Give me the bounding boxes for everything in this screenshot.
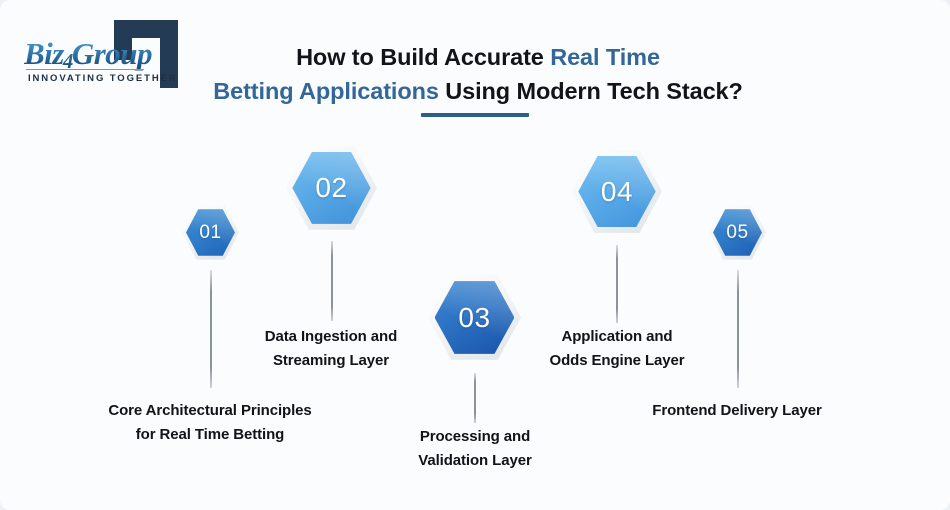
brand-logo: Biz4Group INNOVATING TOGETHER bbox=[22, 18, 187, 93]
logo-bracket-icon bbox=[114, 20, 178, 88]
hex-node-02[interactable]: 02 bbox=[286, 144, 377, 232]
connector-line-05 bbox=[737, 270, 739, 388]
title-underline bbox=[421, 113, 529, 117]
title-line2-highlight: Betting Applications bbox=[213, 78, 439, 104]
hex-number-05: 05 bbox=[726, 222, 749, 243]
hex-node-03[interactable]: 03 bbox=[428, 273, 521, 362]
node-label-04-line2: Odds Engine Layer bbox=[549, 352, 685, 369]
hex-inner-face-03 bbox=[434, 281, 515, 354]
node-label-04: Application and Odds Engine Layer bbox=[517, 325, 717, 373]
node-label-03-line2: Validation Layer bbox=[418, 452, 532, 469]
node-label-05: Frontend Delivery Layer bbox=[637, 399, 837, 423]
page-title: How to Build Accurate Real Time Betting … bbox=[200, 40, 756, 108]
hex-node-01[interactable]: 01 bbox=[182, 204, 239, 261]
logo-word-biz: Biz bbox=[24, 36, 64, 71]
connector-line-02 bbox=[331, 241, 333, 321]
hex-node-05[interactable]: 05 bbox=[709, 204, 766, 261]
hex-number-01: 01 bbox=[199, 222, 222, 243]
connector-line-01 bbox=[210, 270, 212, 388]
logo-divider bbox=[26, 69, 144, 70]
node-label-03-line1: Processing and bbox=[419, 428, 531, 445]
node-label-02-line2: Streaming Layer bbox=[272, 352, 390, 369]
title-line1-plain: How to Build Accurate bbox=[296, 44, 551, 70]
logo-word-group: Group bbox=[71, 36, 153, 71]
title-line2-plain: Using Modern Tech Stack? bbox=[438, 78, 743, 104]
connector-line-04 bbox=[616, 245, 618, 323]
hex-number-02: 02 bbox=[315, 172, 348, 203]
node-label-01-line1: Core Architectural Principles bbox=[108, 402, 312, 419]
logo-wordmark: Biz4Group bbox=[24, 38, 152, 72]
node-label-03: Processing and Validation Layer bbox=[375, 425, 575, 473]
title-line1-highlight: Real Time bbox=[550, 44, 660, 70]
node-label-01: Core Architectural Principles for Real T… bbox=[60, 399, 360, 447]
connector-line-03 bbox=[474, 373, 476, 423]
node-label-05-line1: Frontend Delivery Layer bbox=[652, 402, 822, 419]
hex-node-04[interactable]: 04 bbox=[572, 148, 662, 235]
hex-number-04: 04 bbox=[600, 175, 634, 207]
node-label-04-line1: Application and bbox=[561, 328, 673, 345]
node-label-02-line1: Data Ingestion and bbox=[264, 328, 398, 345]
node-label-01-line2: for Real Time Betting bbox=[135, 426, 285, 443]
hex-number-03: 03 bbox=[458, 301, 491, 333]
node-label-02: Data Ingestion and Streaming Layer bbox=[231, 325, 431, 373]
logo-tagline: INNOVATING TOGETHER bbox=[28, 73, 178, 84]
